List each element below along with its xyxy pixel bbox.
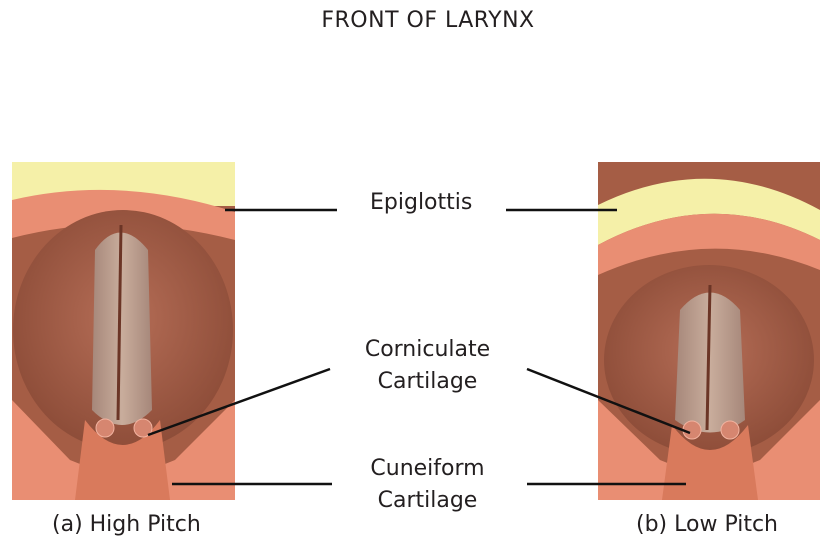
label-cuneiform-line1: Cuneiform	[370, 456, 485, 481]
vocal-folds-a	[92, 232, 152, 425]
label-cuneiform-line2: Cartilage	[377, 488, 478, 513]
caption-high-pitch: (a) High Pitch	[52, 512, 201, 537]
leader-corniculate-a	[147, 367, 331, 437]
epiglottis-shape-b	[598, 178, 820, 245]
corniculate-shape-a-left	[95, 418, 115, 438]
caption-low-pitch: (b) Low Pitch	[636, 512, 779, 537]
label-cuneiform-cartilage: Cuneiform Cartilage	[355, 453, 500, 517]
diagram-title: FRONT OF LARYNX	[321, 8, 535, 33]
label-corniculate-cartilage: Corniculate Cartilage	[355, 334, 500, 398]
corniculate-shape-b-right	[720, 420, 740, 440]
corniculate-shape-a-right	[133, 418, 153, 438]
vocal-folds-b	[675, 292, 745, 433]
panel-low-pitch	[598, 162, 820, 500]
leader-corniculate-b	[526, 367, 691, 435]
label-corniculate-line2: Cartilage	[377, 369, 478, 394]
label-epiglottis: Epiglottis	[370, 190, 473, 215]
label-corniculate-line1: Corniculate	[364, 337, 491, 362]
panel-high-pitch	[12, 162, 235, 500]
